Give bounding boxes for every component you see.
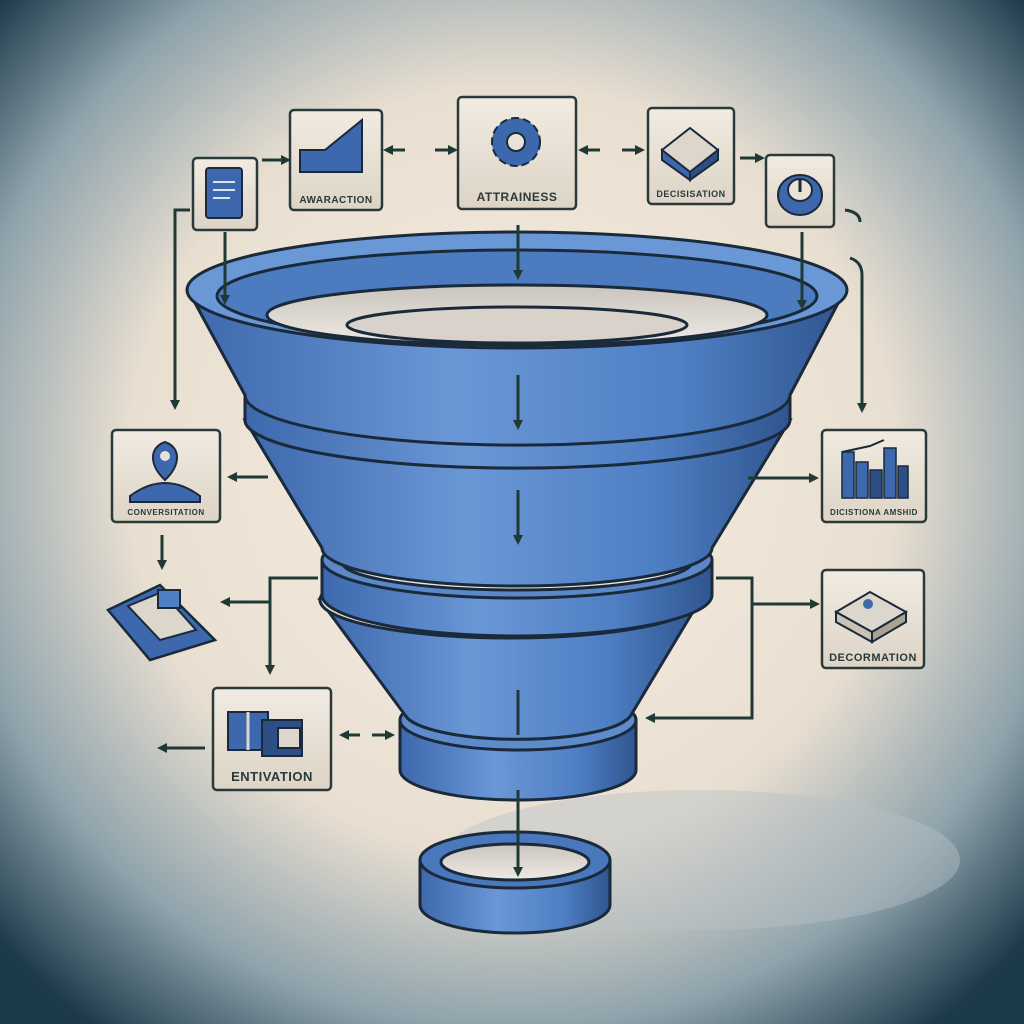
node-label-decisisation: DECISISATION (656, 189, 725, 199)
node-label-conversitation: CONVERSITATION (127, 508, 204, 517)
connector-doc-left-loop (170, 208, 190, 410)
connector-right-loop-down (849, 256, 867, 413)
package-icon (660, 126, 720, 182)
node-envelope-pad (106, 583, 218, 662)
node-power-dial (764, 153, 836, 229)
connector-dial-right-loop (844, 208, 862, 223)
connector-funnel-right-loop (645, 576, 754, 723)
gift-boxes-icon (227, 711, 303, 757)
ramp-chart-icon (299, 117, 363, 173)
node-document (191, 156, 259, 232)
bar-chart-icon (841, 439, 909, 499)
node-decisisation: DECISISATION (646, 106, 736, 206)
node-label-awaraction: AWARACTION (299, 195, 372, 206)
gear-icon (491, 117, 541, 167)
envelope-pad-icon (106, 583, 218, 662)
node-label-decormation: DECORMATION (829, 652, 917, 664)
box-icon (833, 590, 909, 644)
node-label-entivation: ENTIVATION (231, 769, 313, 784)
funnel-output-cup (418, 830, 612, 935)
node-dicistiona-amshid: DICISTIONA AMSHID (820, 428, 928, 524)
node-awaraction: AWARACTION (288, 108, 384, 212)
connectors (157, 145, 867, 753)
funnel-tier-1 (185, 230, 849, 447)
node-label-attrainess: ATTRAINESS (477, 190, 558, 204)
power-dial-icon (777, 174, 823, 216)
node-label-dicistiona-amshid: DICISTIONA AMSHID (830, 508, 918, 517)
node-attrainess: ATTRAINESS (456, 95, 578, 211)
node-entivation: ENTIVATION (211, 686, 333, 792)
location-person-icon (129, 440, 201, 503)
node-decormation: DECORMATION (820, 568, 926, 670)
connector-funnel-to-left-branch (265, 576, 318, 675)
node-conversitation: CONVERSITATION (110, 428, 222, 524)
document-icon (205, 167, 243, 219)
